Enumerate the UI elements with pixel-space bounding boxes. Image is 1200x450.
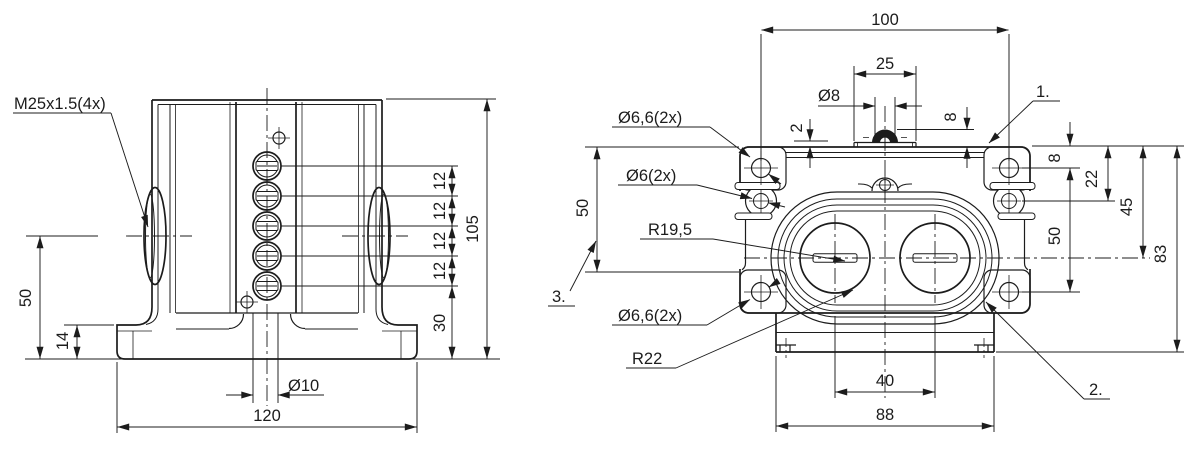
dim-plate-width: 25 [876,55,894,73]
dim-pitch-1: 12 [431,172,449,190]
dim-edge-to-hole: 8 [1046,153,1064,162]
gasket-obround [770,191,1000,325]
callout-small-hole: Ø6(2x) [626,167,676,185]
notch-bottom-right [997,212,1036,220]
dim-gland-spacing: 40 [876,372,894,390]
callout-radius-outer: R22 [632,350,662,368]
callout-hole-bottom: Ø6,6(2x) [618,307,682,325]
notch-bottom-left [734,212,773,220]
dim-pitch-2: 12 [431,202,449,220]
dim-pitch-4: 12 [431,262,449,280]
corner-tab-bottom-left [739,269,787,314]
dim-dome-height: 8 [942,112,960,121]
dim-center-hole: Ø10 [288,377,319,395]
callout-radius-inner: R19,5 [648,221,692,239]
dim-lip: 2 [788,123,806,132]
notch-top-right [989,182,1036,190]
right-view-callouts: Ø6,6(2x) Ø6(2x) R19,5 Ø6,6(2x) R22 1. 2. [548,83,1110,400]
left-view: M25x1.5(4x) 50 14 120 Ø10 [13,88,500,433]
base-flange [116,306,418,360]
corner-tab-bottom-right [983,269,1031,314]
dim-edge-to-center: 45 [1118,198,1136,216]
note-3: 3. [552,288,566,306]
callout-thread: M25x1.5(4x) [13,95,149,228]
dim-boss-height: 50 [17,289,35,307]
fixing-screw-bottom [236,291,258,313]
center-tab [857,176,913,194]
dim-dome-dia: Ø8 [818,87,840,105]
housing-body [145,99,389,330]
right-view-dimensions: 100 25 Ø8 2 8 8 50 22 45 83 50 40 [574,11,1181,430]
mounting-holes [744,151,1026,309]
dim-base-thickness: 14 [54,332,72,350]
dim-edge-to-small-hole: 22 [1083,170,1101,188]
dim-total-depth: 83 [1152,245,1170,263]
notch-top-left [734,182,781,190]
dim-pitch-3: 12 [431,232,449,250]
note-1: 1. [1036,83,1050,101]
left-view-dimensions: 50 14 120 Ø10 12 12 12 12 [17,98,496,433]
dim-total-height: 105 [464,215,482,243]
right-view: 100 25 Ø8 2 8 8 50 22 45 83 50 40 [548,11,1184,432]
dim-hole-spacing-h: 100 [871,11,899,29]
dim-side-50: 50 [574,199,592,217]
dim-base-width: 120 [253,407,281,425]
thread-callout-label: M25x1.5(4x) [14,95,106,113]
dim-foot-width: 88 [876,406,894,424]
dim-hole-spacing-v: 50 [1046,227,1064,245]
note-2: 2. [1089,381,1103,399]
callout-hole-top: Ø6,6(2x) [618,109,682,127]
dim-bottom-offset: 30 [431,314,449,332]
fixing-screw-top [268,127,290,149]
